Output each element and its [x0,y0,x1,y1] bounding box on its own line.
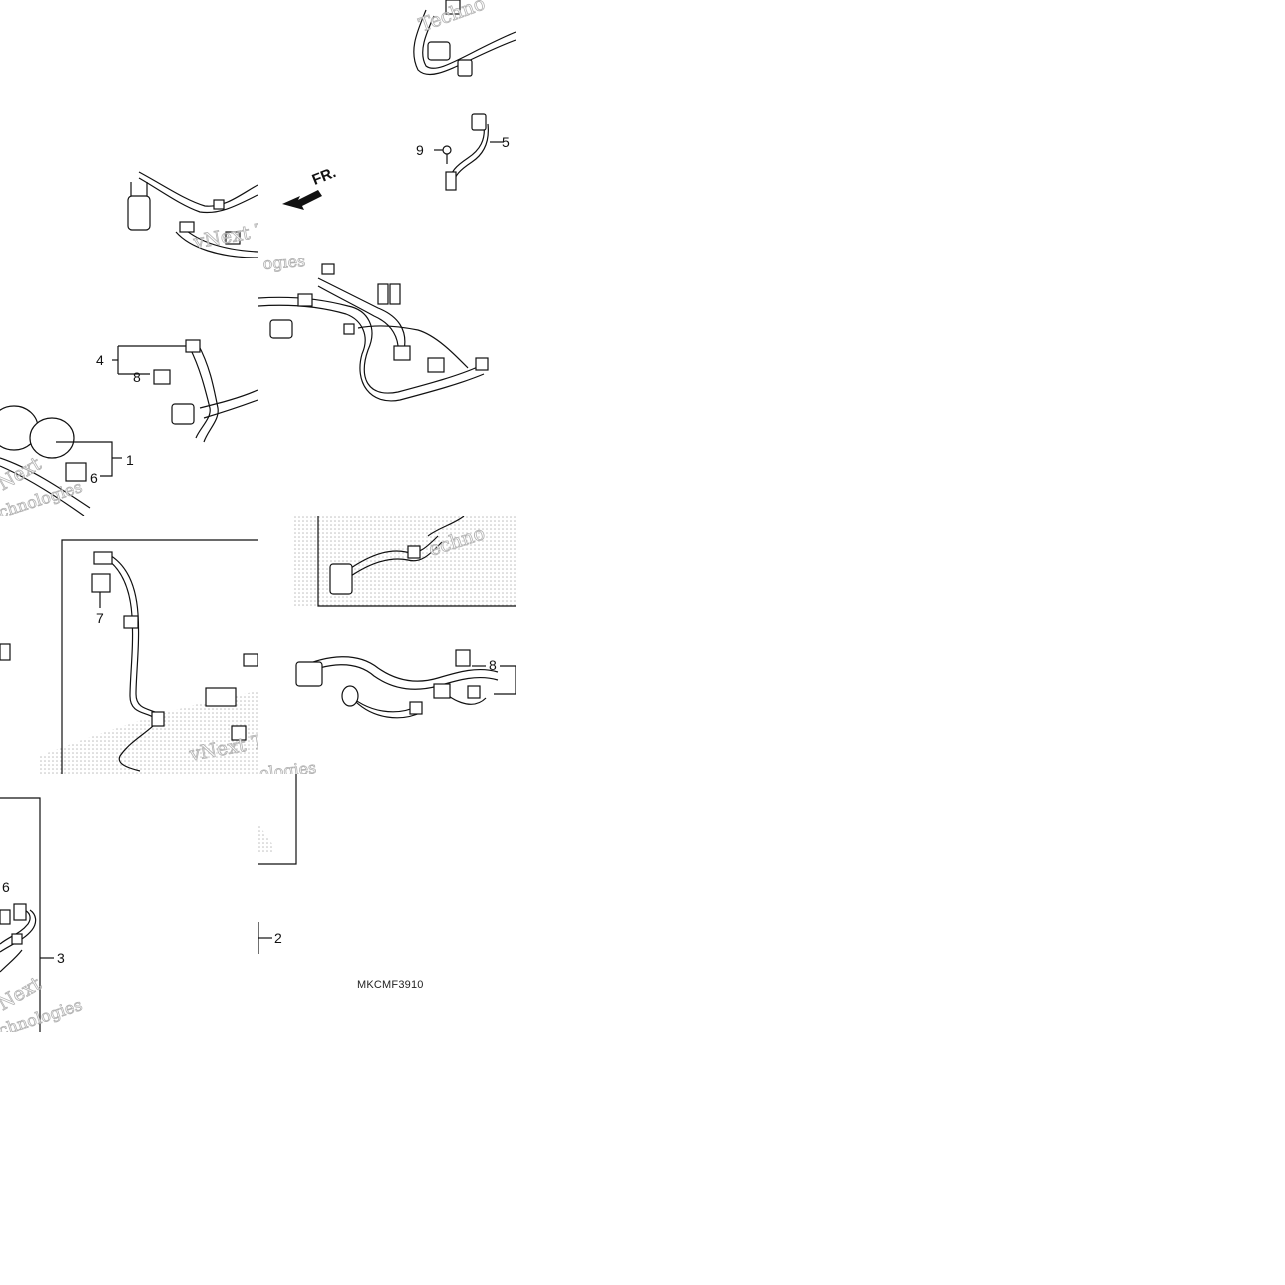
sensor-and-arrow-drawing [282,0,516,210]
tile-lower-left: 7 vNext Tec [0,516,258,774]
tile-lower-middle: 8 echno ologies [258,516,516,774]
tile-middle-left: 4 8 1 6 Next chnologies [0,258,258,516]
main-harness-drawing [258,263,489,402]
callout-7: 7 [96,610,104,626]
coil-harness-drawing [127,171,258,258]
callout-2: 2 [274,930,282,946]
callout-6: 6 [90,470,98,486]
tile-bottom-middle: 2 MKCMF3910 [258,774,516,1032]
tile-top-left: vNext Tec [0,0,258,258]
diagram-code: MKCMF3910 [357,979,424,991]
tile-bottom-left: 6 3 Next chnologies [0,774,258,1032]
callout-5: 5 [502,134,510,150]
sub-harness-8-drawing [292,516,516,719]
sub-harness-3-drawing [0,797,54,1032]
tile-top-middle: 9 5 FR. Techno [258,0,516,258]
callout-4: 4 [96,352,104,368]
tile-center: ogies [258,258,516,516]
callout-8: 8 [489,657,497,673]
callout-1: 1 [126,452,134,468]
callout-3: 3 [57,950,65,966]
callout-6: 6 [2,879,10,895]
tail-harness-drawing [0,339,258,516]
sub-harness-7-drawing [0,539,258,774]
sub-harness-2-drawing [258,774,297,954]
callout-8: 8 [133,369,141,385]
callout-9: 9 [416,142,424,158]
